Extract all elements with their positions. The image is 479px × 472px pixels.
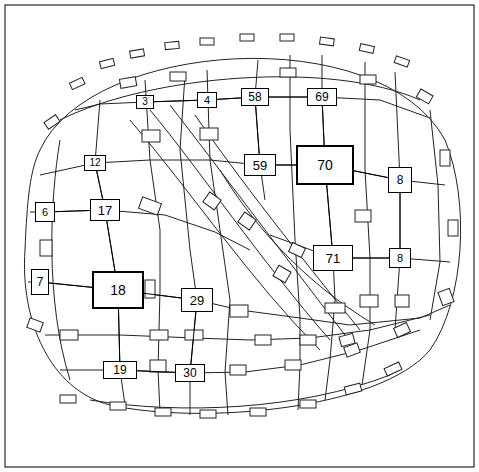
grid-link: [191, 312, 196, 364]
cell-number: 3: [142, 97, 148, 107]
grid-link: [107, 221, 115, 271]
grid-link: [322, 106, 324, 145]
cell-number: 12: [89, 158, 100, 168]
grid-cell: 8: [388, 167, 412, 193]
grid-link: [118, 309, 119, 361]
grid-cell: 59: [244, 154, 276, 176]
cell-number: 8: [397, 174, 404, 186]
grid-cell: 7: [31, 269, 49, 295]
grid-link: [137, 371, 175, 373]
grid-link: [49, 283, 92, 287]
grid-cell: 8: [389, 248, 411, 268]
cell-number: 59: [253, 159, 267, 172]
empty-cells: [27, 34, 458, 418]
grid-cell: 30: [175, 364, 205, 382]
cell-number: 8: [397, 253, 403, 264]
grid-link: [154, 100, 197, 101]
grid-link: [276, 165, 296, 166]
grid-cell: 71: [313, 245, 353, 271]
cell-number: 69: [315, 91, 328, 103]
cell-number: 70: [317, 158, 333, 172]
cell-number: 17: [98, 204, 112, 217]
grid-link: [354, 171, 388, 178]
grid-cell: 19: [103, 361, 137, 379]
cell-number: 58: [248, 91, 261, 103]
cell-number: 4: [204, 95, 210, 106]
grid-cell: 3: [136, 95, 154, 109]
grid-cell: 58: [241, 88, 269, 106]
grid-cell: 4: [197, 92, 217, 108]
grid-link: [256, 106, 260, 154]
grid-cell: 17: [90, 199, 120, 221]
grid-link: [269, 97, 307, 98]
grid-link: [55, 211, 90, 212]
cell-number: 30: [183, 367, 196, 379]
cell-number: 7: [37, 276, 44, 288]
grid-link: [144, 293, 181, 298]
grid-lines: [24, 55, 460, 415]
frame: [5, 5, 474, 467]
grid-cell: 6: [35, 202, 55, 222]
cell-number: 19: [113, 364, 126, 376]
grid-cell: 12: [84, 155, 106, 171]
grid-link: [400, 193, 401, 248]
cell-number: 6: [42, 207, 48, 218]
grid-cell: 69: [307, 88, 337, 106]
highlight-cell: 18: [92, 271, 144, 309]
grid-link: [217, 98, 241, 100]
cell-number: 29: [190, 294, 204, 307]
cell-number: 71: [326, 252, 340, 265]
highlight-cell: 70: [296, 145, 354, 185]
grid-link: [327, 185, 332, 245]
cell-number: 18: [110, 283, 126, 297]
grid-link: [97, 171, 103, 199]
grid-cell: 29: [181, 288, 213, 312]
grid-link: [353, 258, 389, 259]
